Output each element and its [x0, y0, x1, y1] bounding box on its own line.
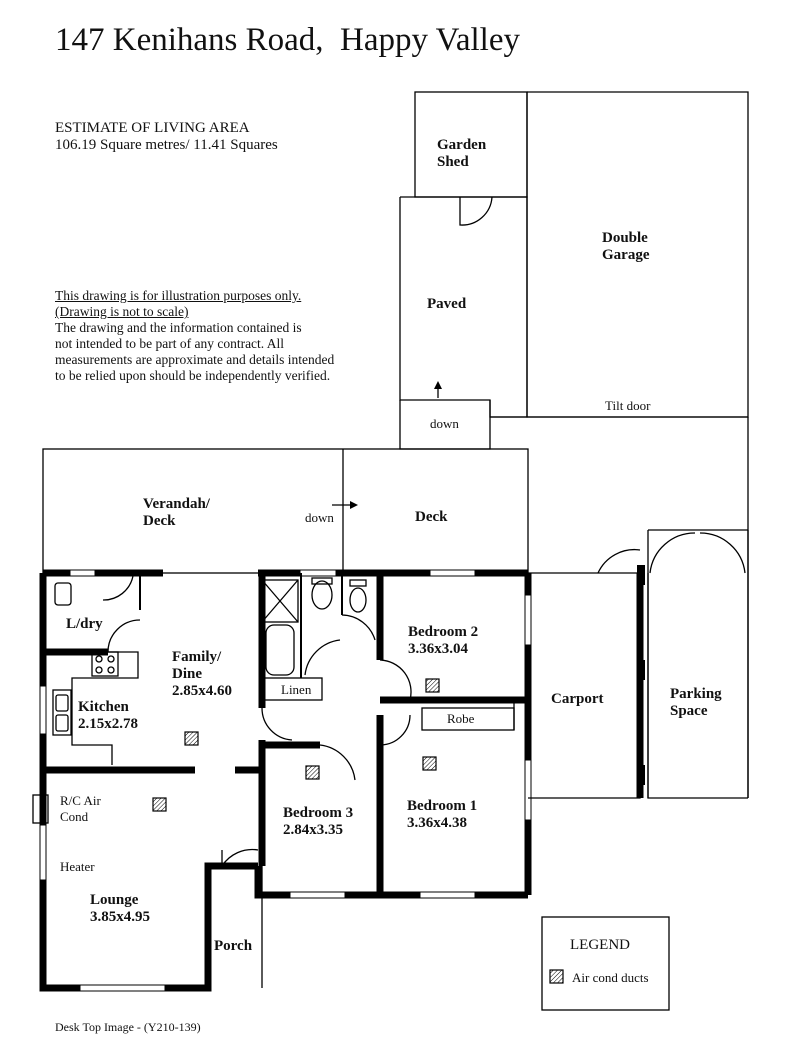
air-cond-duct-icon	[549, 969, 564, 984]
legend-title: LEGEND	[570, 937, 630, 953]
kitchen-label: Kitchen	[78, 699, 129, 715]
legend-item: Air cond ducts	[572, 970, 649, 985]
laundry-label: L/dry	[66, 616, 103, 632]
air-cond-duct-icons	[152, 678, 440, 812]
verandah-deck	[42, 448, 529, 574]
estimate-value: 106.19 Square metres/ 11.41 Squares	[55, 137, 278, 153]
disclaimer-line: to be relied upon should be independentl…	[55, 368, 331, 383]
garden-shed-label: Garden	[437, 137, 487, 153]
double-garage-label: Garage	[602, 247, 650, 263]
bedroom-3-label: Bedroom 3	[283, 805, 353, 821]
down-label: down	[305, 510, 334, 525]
aircon-label: R/C Air	[60, 793, 101, 808]
carport-label: Carport	[551, 691, 604, 707]
garden-shed-label: Shed	[437, 154, 469, 170]
disclaimer-line: (Drawing is not to scale)	[55, 304, 189, 319]
double-garage-label: Double	[602, 230, 648, 246]
heater-label: Heater	[60, 859, 95, 874]
bedroom-2-label: Bedroom 2	[408, 624, 478, 640]
family-dine-label: Dine	[172, 666, 202, 682]
living-area-estimate: ESTIMATE OF LIVING AREA 106.19 Square me…	[55, 120, 278, 154]
bedroom-2-size: 3.36x3.04	[408, 641, 469, 657]
deck-label: Deck	[415, 509, 448, 525]
robe-label: Robe	[447, 711, 475, 726]
bedroom-1-label: Bedroom 1	[407, 798, 477, 814]
bedroom-1-size: 3.36x4.38	[407, 815, 467, 831]
down-label: down	[430, 416, 459, 431]
disclaimer: This drawing is for illustration purpose…	[55, 288, 334, 384]
paved-label: Paved	[427, 296, 467, 312]
linen-label: Linen	[281, 682, 312, 697]
verandah-label: Verandah/	[143, 496, 211, 512]
legend: LEGEND Air cond ducts	[541, 916, 670, 1011]
disclaimer-line: The drawing and the information containe…	[55, 320, 302, 335]
footer-caption: Desk Top Image - (Y210-139)	[55, 1020, 201, 1034]
disclaimer-line: not intended to be part of any contract.…	[55, 336, 285, 351]
parking-space-label: Parking	[670, 686, 722, 702]
lounge-label: Lounge	[90, 892, 139, 908]
disclaimer-line: This drawing is for illustration purpose…	[55, 288, 302, 303]
bedroom-3-size: 2.84x3.35	[283, 822, 343, 838]
porch-label: Porch	[214, 938, 253, 954]
driveway-outline	[490, 416, 749, 798]
parking-space	[637, 529, 748, 799]
tilt-door-label: Tilt door	[605, 398, 651, 413]
garden-shed	[414, 91, 528, 226]
kitchen-size: 2.15x2.78	[78, 716, 138, 732]
lounge-size: 3.85x4.95	[90, 909, 150, 925]
down-step-top	[399, 381, 491, 450]
estimate-heading: ESTIMATE OF LIVING AREA	[55, 120, 250, 136]
disclaimer-line: measurements are approximate and details…	[55, 352, 335, 367]
interior-walls	[32, 573, 528, 988]
parking-space-label: Space	[670, 703, 708, 719]
verandah-label: Deck	[143, 513, 176, 529]
family-dine-size: 2.85x4.60	[172, 683, 232, 699]
page-title: 147 Kenihans Road, Happy Valley	[55, 22, 520, 58]
aircon-label: Cond	[60, 809, 89, 824]
carport	[528, 548, 644, 799]
family-dine-label: Family/	[172, 649, 222, 665]
